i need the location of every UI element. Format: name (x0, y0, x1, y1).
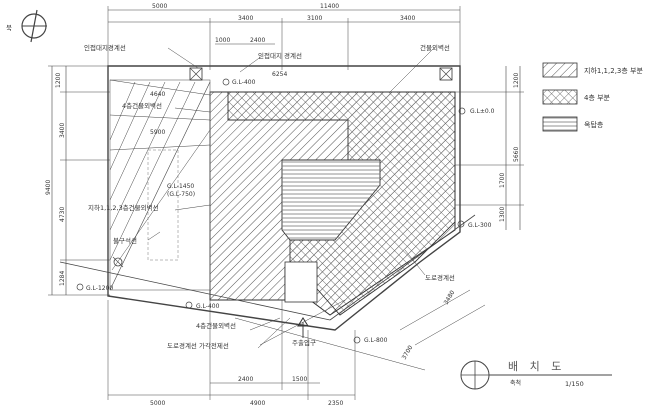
dim-inner-5900: 5900 (150, 129, 165, 136)
leaders (147, 47, 435, 349)
legend-swatch-floors-b1-3 (542, 62, 578, 78)
right-dimensions: 1200 5660 1700 1300 (455, 66, 524, 230)
dim-left-9400: 9400 (45, 180, 52, 195)
label-gl-400b: G.L-400 (196, 303, 220, 310)
dim-bottom-2400: 2400 (238, 376, 253, 383)
dim-left-1200: 1200 (55, 73, 62, 88)
label-adjacent-boundary-1: 인접대지경계선 (84, 43, 126, 52)
left-wing (109, 67, 453, 291)
dim-left-3400: 3400 (59, 123, 66, 138)
label-stair-note: 불구석선 (113, 236, 137, 245)
label-road-setback: 도로경계선 가각전제선 (167, 341, 229, 350)
dim-left-1284: 1284 (59, 271, 66, 286)
top-dimensions: 5000 11400 3400 3100 3400 1000 2400 (107, 3, 461, 70)
site-boundary (107, 65, 461, 331)
entrance-arrow (297, 317, 309, 338)
dim-left-4730: 4730 (59, 207, 66, 222)
dim-right-1300: 1300 (499, 207, 506, 222)
label-gl-1200: G.L-1200 (86, 285, 113, 292)
entrance-void (284, 261, 318, 303)
dim-right-1700: 1700 (499, 173, 506, 188)
penthouse-hatch (282, 160, 380, 240)
labels: 인접대지경계선 인접대지 경계선 건물외벽선 4층건물외벽선 지하1,1,2,3… (84, 43, 495, 361)
dim-top-1000: 1000 (215, 37, 230, 44)
label-floors-123: 지하1,1,2,3층건물외벽선 (88, 203, 159, 212)
dim-diag-3480: 3480 (443, 289, 457, 306)
dim-bottom-1500: 1500 (292, 376, 307, 383)
legend-label-floor4: 4층 부분 (584, 93, 611, 102)
legend-swatch-floor4 (542, 89, 578, 105)
north-arrow: 북 (6, 9, 47, 43)
dim-right-1200: 1200 (513, 73, 520, 88)
label-main-entrance: 주출입구 (292, 338, 316, 347)
label-road-boundary: 도로경계선 (425, 273, 455, 282)
label-floor4-outline: 4층건물외벽선 (122, 101, 162, 110)
road-lines (59, 214, 486, 371)
legend-label-penthouse: 옥탑층 (584, 120, 604, 129)
dim-top-2400: 2400 (250, 37, 265, 44)
dim-inner-4640: 4640 (150, 91, 165, 98)
legend-swatch-penthouse (542, 116, 578, 132)
label-building-outline: 건물외벽선 (420, 43, 450, 52)
dim-top-3100: 3100 (307, 15, 322, 22)
left-dimensions: 1200 3400 9400 4730 1284 (45, 65, 110, 296)
label-floor4-outline-b: 4층건물외벽선 (196, 321, 236, 330)
label-gl-750: (G.L-750) (167, 191, 195, 198)
dim-right-5660: 5660 (513, 147, 520, 162)
dim-top-5000: 5000 (152, 3, 167, 10)
dim-top-3400b: 3400 (400, 15, 415, 22)
label-gl-300: G.L-300 (468, 222, 492, 229)
dim-top-total: 11400 (320, 3, 339, 10)
scale-value: 1/150 (565, 380, 584, 388)
building-footprint (209, 91, 456, 316)
dim-top-3400: 3400 (238, 15, 253, 22)
dim-bottom-4900: 4900 (250, 400, 265, 407)
level-markers (76, 78, 466, 344)
bottom-dimensions: 5000 4900 2350 2400 1500 (107, 300, 356, 407)
scale-label: 축척 (510, 379, 521, 387)
dim-inner-6254: 6254 (272, 71, 287, 78)
label-gl-0: G.L±0.0 (470, 108, 495, 115)
title-block: 배 치 도 축척 1/150 (460, 360, 612, 390)
dim-bottom-2350: 2350 (328, 400, 343, 407)
dim-diag-3700: 3700 (401, 344, 415, 361)
label-gl-800: G.L-800 (364, 337, 388, 344)
legend-label-floors-b1-3: 지하1,1,2,3층 부분 (584, 66, 643, 75)
dim-bottom-5000: 5000 (150, 400, 165, 407)
drawing-title: 배 치 도 (508, 360, 565, 373)
label-gl-400: G.L-400 (232, 79, 256, 86)
north-label: 북 (6, 24, 12, 32)
label-adjacent-boundary-2: 인접대지 경계선 (258, 51, 302, 60)
label-gl-1450: G.L-1450 (167, 183, 194, 190)
legend: 지하1,1,2,3층 부분 4층 부분 옥탑층 (542, 62, 643, 132)
